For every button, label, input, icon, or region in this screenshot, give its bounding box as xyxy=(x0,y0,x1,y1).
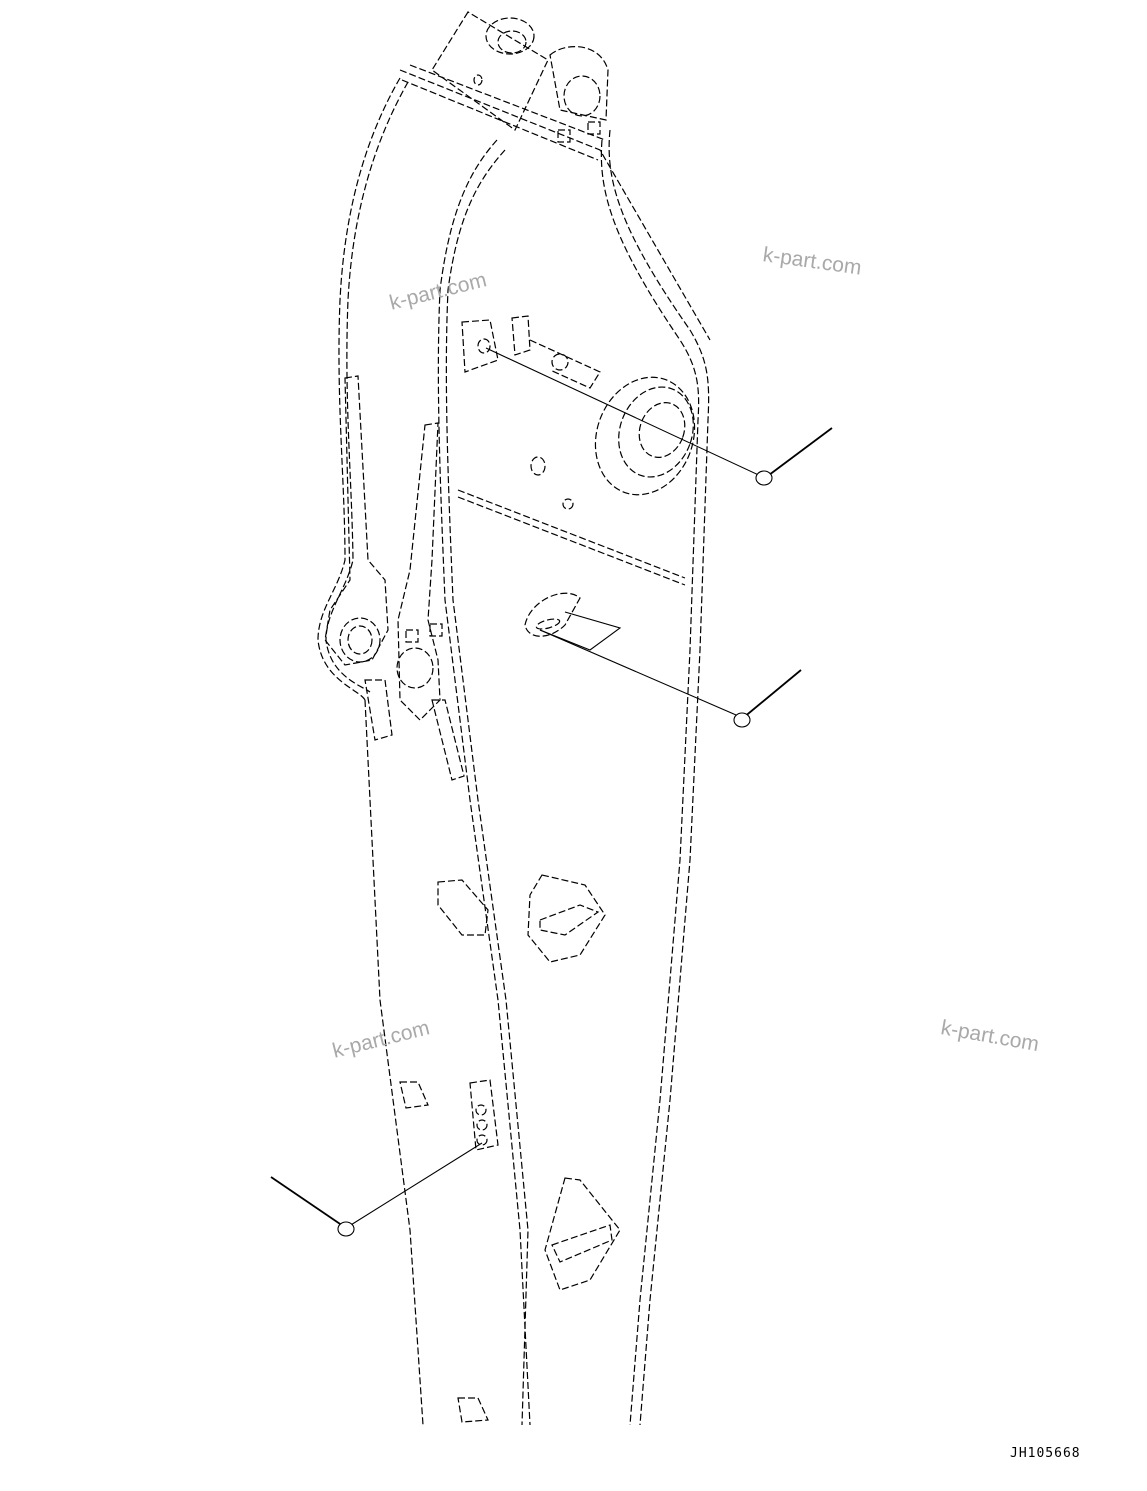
top-boss xyxy=(431,11,609,143)
drawing-id-label: JH105668 xyxy=(1010,1446,1081,1461)
middle-clamp xyxy=(524,592,622,651)
upper-clamp xyxy=(461,315,696,510)
lower-blocks xyxy=(399,874,621,1423)
link-brackets xyxy=(324,375,465,781)
arm-body xyxy=(317,64,711,1426)
callouts xyxy=(270,347,833,1237)
